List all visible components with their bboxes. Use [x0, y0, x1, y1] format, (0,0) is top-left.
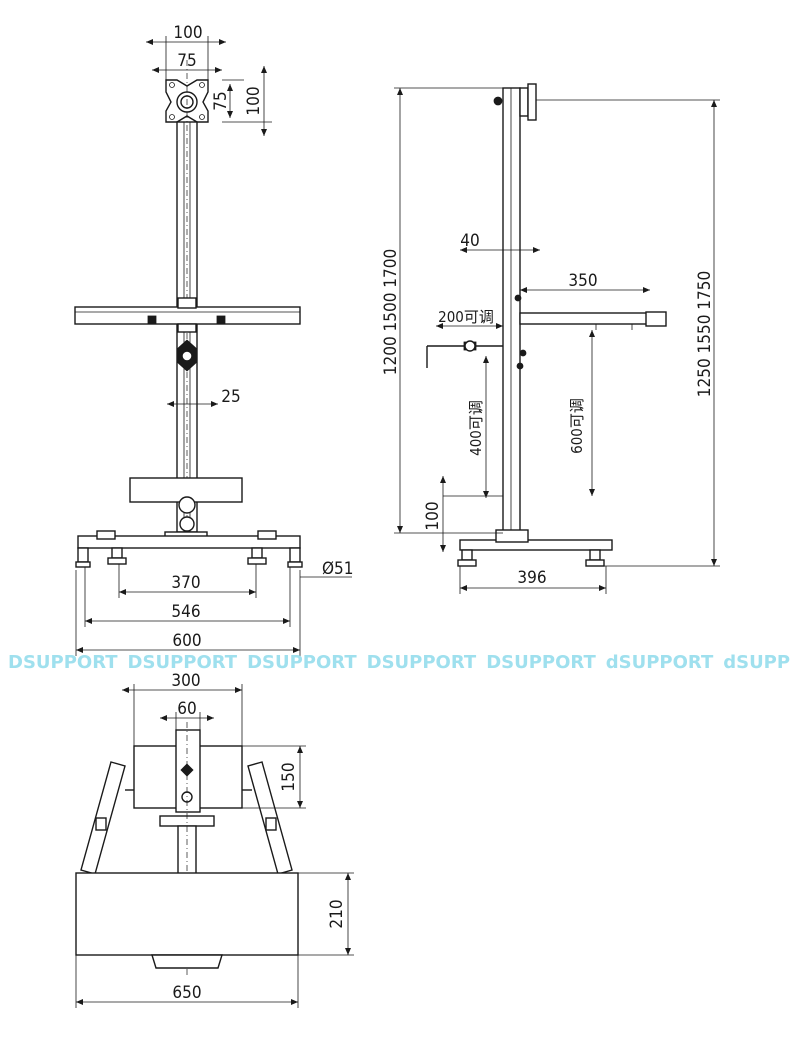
front-base	[75, 530, 303, 568]
side-dimensions	[394, 87, 720, 594]
top-base	[75, 872, 299, 956]
watermark-text: DSUPPORT	[247, 652, 357, 673]
watermark-text: dSUPPORT	[605, 652, 714, 673]
dim-adj-600: 600可调	[568, 398, 586, 454]
side-view: 1200 1500 1700 1250 1550 1750 40 350 200…	[381, 83, 720, 594]
dim-height-right: 1250 1550 1750	[695, 271, 715, 397]
watermark-row: DSUPPORT DSUPPORT DSUPPORT DSUPPORT DSUPPORT…	[8, 652, 790, 673]
dim-foot-spacing: 546	[171, 602, 200, 622]
dim-bottom-100: 100	[423, 501, 443, 530]
top-dimensions	[75, 684, 354, 1008]
dim-pole-depth: 40	[460, 231, 479, 251]
dim-caster-spacing: 370	[171, 573, 200, 593]
dim-top-210: 210	[327, 899, 347, 928]
side-lower-arm	[426, 340, 503, 368]
dim-base-depth: 396	[517, 568, 546, 588]
top-left-leg	[80, 761, 134, 875]
front-upper-shelf	[74, 297, 301, 333]
side-pole	[493, 83, 537, 533]
front-dimensions	[75, 36, 352, 656]
top-view: 300 60 150 210 650	[75, 671, 354, 1008]
dim-caster-dia: Ø51	[322, 559, 354, 579]
side-upper-shelf	[519, 311, 667, 330]
dim-top-300: 300	[171, 671, 200, 691]
front-lower-shelf	[129, 477, 243, 541]
front-view: 100 75 75 100 25 370 546 600 Ø51	[74, 23, 354, 656]
front-knob	[176, 339, 198, 372]
dim-pole-width: 25	[221, 387, 240, 407]
watermark-text: DSUPPORT	[8, 652, 118, 673]
dim-height-left: 1200 1500 1700	[381, 249, 401, 375]
watermark-text: DSUPPORT	[127, 652, 238, 673]
dim-vesa-inner: 75	[177, 51, 196, 71]
dim-vesa-outer: 100	[173, 23, 202, 43]
dim-top-650: 650	[172, 983, 201, 1003]
dim-top-150: 150	[279, 762, 299, 791]
dim-adj-400: 400可调	[467, 400, 485, 456]
side-base	[457, 529, 613, 567]
dim-base-width: 600	[172, 631, 201, 651]
watermark-text: dSUPPORT	[723, 652, 790, 673]
watermark-text: DSUPPORT	[486, 652, 596, 673]
dim-adj-200: 200可调	[438, 308, 494, 326]
dim-vesa-side-outer: 100	[244, 86, 264, 115]
watermark-text: DSUPPORT	[366, 652, 477, 673]
dim-top-60: 60	[177, 699, 196, 719]
dim-vesa-side-inner: 75	[211, 91, 231, 110]
dim-shelf-depth: 350	[568, 271, 597, 291]
